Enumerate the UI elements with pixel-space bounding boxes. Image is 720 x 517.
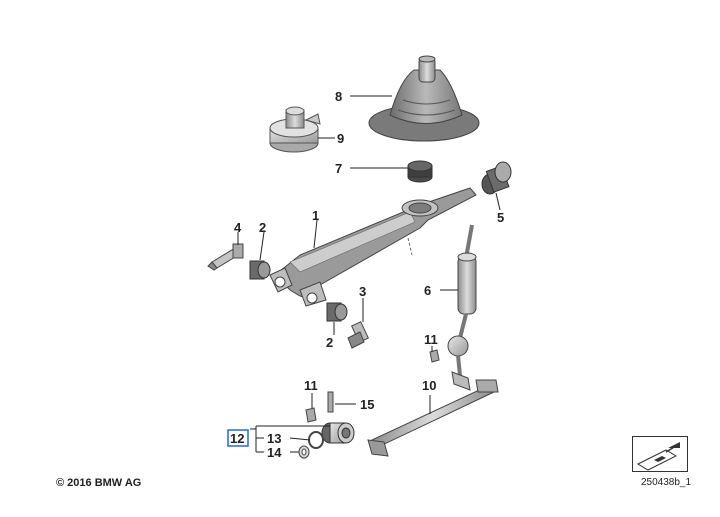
leader-lines bbox=[237, 95, 501, 453]
part-12-joint-bushing bbox=[321, 422, 355, 444]
part-14-washer bbox=[298, 445, 310, 459]
callout-4: 4 bbox=[234, 220, 242, 235]
callout-2-upper: 2 bbox=[259, 220, 266, 235]
callout-11-left: 11 bbox=[304, 378, 318, 393]
callout-1: 1 bbox=[312, 208, 319, 223]
part-8-shift-boot bbox=[368, 55, 480, 142]
part-15-pin bbox=[327, 391, 334, 413]
copyright-text: © 2016 BMW AG bbox=[56, 477, 142, 489]
callout-labels: 8 9 7 5 1 4 2 3 6 2 11 10 11 15 12 13 14 bbox=[230, 89, 504, 460]
part-9-bearing bbox=[269, 106, 321, 153]
part-13-ring bbox=[308, 431, 324, 449]
part-7-nut bbox=[407, 160, 433, 183]
view-orientation-icon bbox=[632, 436, 688, 472]
part-10-shift-rod bbox=[367, 371, 499, 457]
callout-7: 7 bbox=[335, 161, 342, 176]
part-5-bushing bbox=[481, 161, 512, 195]
callout-9: 9 bbox=[337, 131, 344, 146]
callout-6: 6 bbox=[424, 283, 431, 298]
callout-12-highlight-box bbox=[227, 429, 249, 447]
callout-8: 8 bbox=[335, 89, 342, 104]
part-6-selector-rod bbox=[447, 224, 477, 377]
callout-3: 3 bbox=[359, 284, 366, 299]
part-11-clip-left bbox=[305, 407, 317, 423]
diagram-id-text: 250438b_1 bbox=[641, 477, 692, 488]
part-1-lever-arm bbox=[269, 187, 477, 307]
callout-15: 15 bbox=[360, 397, 374, 412]
part-2-bushing-lower bbox=[326, 302, 348, 322]
callout-14: 14 bbox=[267, 445, 282, 460]
callout-11-right: 11 bbox=[424, 332, 438, 347]
part-2-bushing-upper bbox=[249, 260, 271, 280]
part-3-bolt bbox=[347, 321, 369, 349]
callout-10: 10 bbox=[422, 378, 436, 393]
part-11-clip-right bbox=[429, 349, 440, 363]
callout-12: 12 bbox=[230, 431, 244, 446]
callout-13: 13 bbox=[267, 431, 281, 446]
part-4-pin bbox=[207, 243, 244, 271]
callout-5: 5 bbox=[497, 210, 504, 225]
callout-2-lower: 2 bbox=[326, 335, 333, 350]
